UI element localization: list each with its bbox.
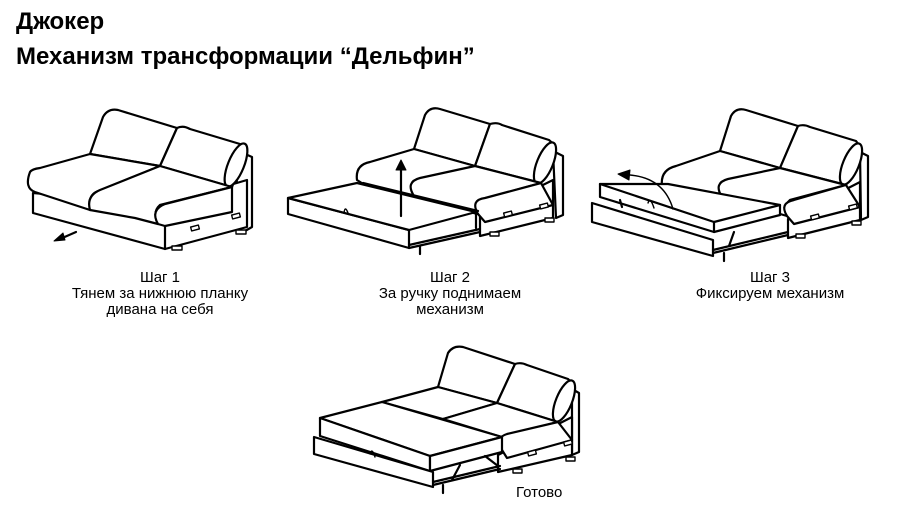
step-2-title: Шаг 2 xyxy=(429,269,471,286)
mechanism-title: Механизм трансформации “Дельфин” xyxy=(16,43,475,70)
arrow-up-icon xyxy=(395,159,407,218)
step-1-title: Шаг 1 xyxy=(139,269,181,286)
step-3-title: Шаг 3 xyxy=(749,269,791,286)
step-1-line-1: Тянем за нижнюю планку xyxy=(71,285,249,302)
arrow-curved-left-icon xyxy=(617,169,674,210)
step-1-caption: Шаг 1 Тянем за нижнюю планку дивана на с… xyxy=(30,270,290,318)
arrow-pull-left-icon xyxy=(53,230,78,242)
step-1-line-2: дивана на себя xyxy=(106,301,214,318)
step-2-line-2: механизм xyxy=(416,301,484,318)
final-caption: Готово xyxy=(516,484,563,501)
product-name: Джокер xyxy=(16,8,105,35)
step-2-line-1: За ручку поднимаем xyxy=(378,285,522,302)
step-2-caption: Шаг 2 За ручку поднимаем механизм xyxy=(340,270,560,318)
step-3-line-1: Фиксируем механизм xyxy=(695,285,845,302)
step-3-caption: Шаг 3 Фиксируем механизм xyxy=(670,270,870,302)
